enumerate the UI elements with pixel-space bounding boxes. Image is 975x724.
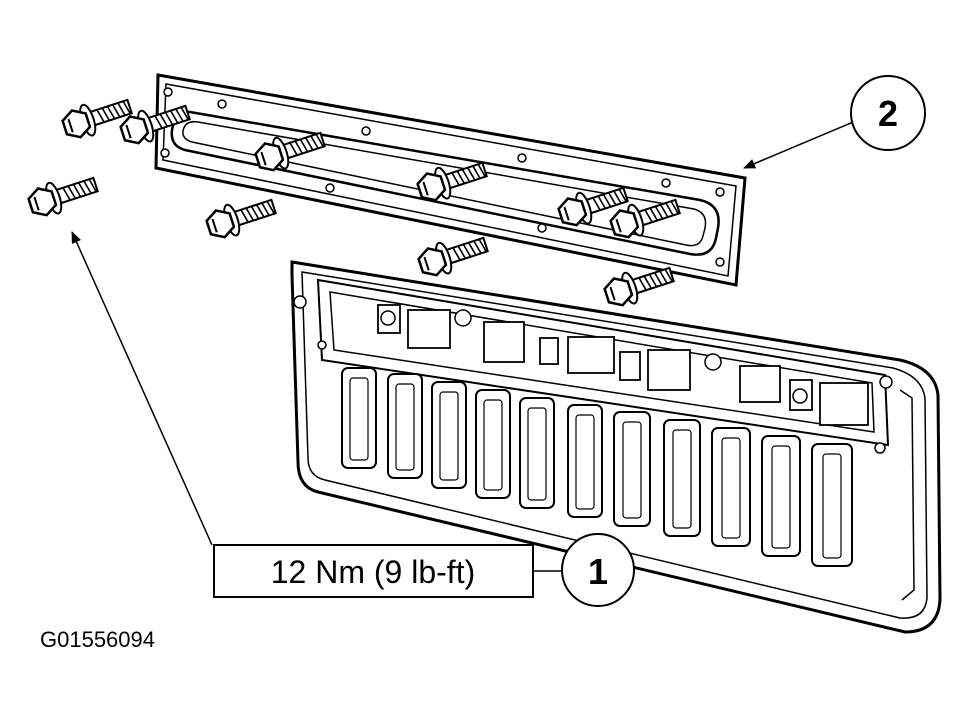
- bolt: [416, 161, 488, 202]
- bolt: [254, 131, 326, 172]
- bolt: [119, 104, 191, 145]
- callout-1-number: 1: [588, 551, 608, 592]
- bolt-group: [27, 98, 681, 307]
- bolt: [27, 176, 99, 217]
- figure-id: G01556094: [40, 627, 155, 652]
- bolt: [205, 198, 277, 239]
- bolt: [557, 186, 629, 227]
- leader-arrow-plate: [743, 119, 859, 169]
- callout-2-number: 2: [878, 93, 898, 134]
- bolt: [61, 98, 133, 139]
- leader-arrow-torque: [71, 231, 213, 546]
- torque-spec-text: 12 Nm (9 lb-ft): [271, 554, 475, 590]
- bolt: [609, 198, 681, 239]
- bolt: [417, 236, 489, 277]
- bolt: [603, 266, 675, 307]
- callout-1: 1: [561, 533, 635, 607]
- tailgate-panel: [290, 260, 942, 634]
- torque-label-box: 12 Nm (9 lb-ft): [213, 544, 534, 598]
- callout-2: 2: [850, 75, 926, 151]
